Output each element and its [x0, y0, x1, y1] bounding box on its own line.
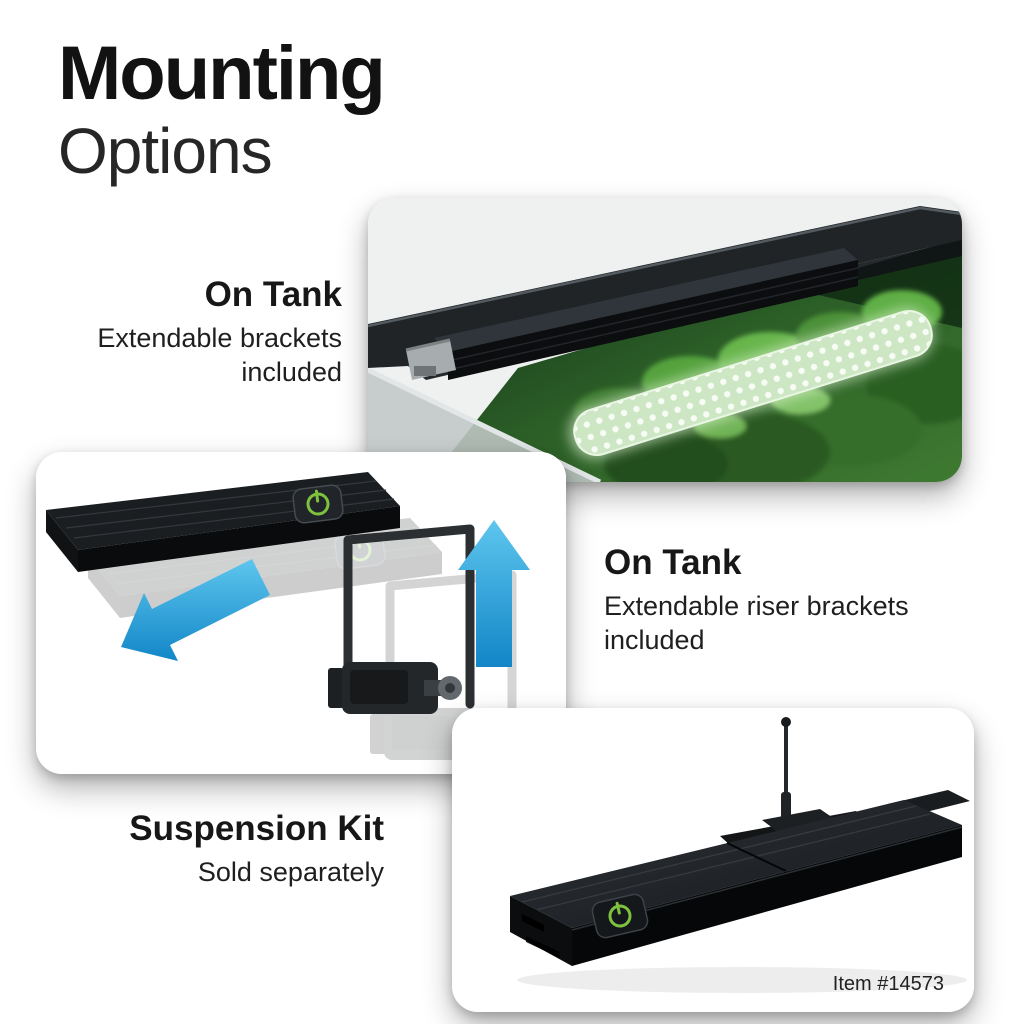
suspension-kit-photo	[452, 708, 974, 1012]
label-suspension: Suspension Kit Sold separately	[98, 809, 384, 889]
arrow-up-icon	[458, 520, 530, 667]
on-tank-flat-description: Extendable brackets included	[97, 322, 342, 388]
label-on-tank-flat: On Tank Extendable brackets included	[70, 275, 342, 390]
on-tank-riser-heading: On Tank	[604, 543, 742, 582]
photo-card-suspension: Item #14573	[452, 708, 974, 1012]
page-title: Mounting Options	[58, 31, 386, 187]
light-bar	[510, 790, 970, 966]
led-diffuser-strip	[568, 307, 934, 460]
aquarium-photo	[368, 198, 962, 482]
riser-bracket-photo	[36, 452, 566, 774]
title-line-2: Options	[58, 115, 273, 187]
suspension-description: Sold separately	[197, 856, 384, 887]
title-line-1: Mounting	[58, 31, 386, 116]
photo-card-on-tank-flat	[368, 198, 962, 482]
label-on-tank-riser: On Tank Extendable riser brackets includ…	[604, 543, 944, 658]
on-tank-flat-heading: On Tank	[204, 275, 342, 314]
item-number: Item #14573	[832, 973, 944, 995]
light-bar	[405, 248, 859, 380]
arrow-down-left-icon	[121, 559, 270, 661]
on-tank-riser-description: Extendable riser brackets included	[604, 590, 909, 656]
suspension-heading: Suspension Kit	[129, 809, 384, 848]
power-icon	[591, 893, 649, 939]
